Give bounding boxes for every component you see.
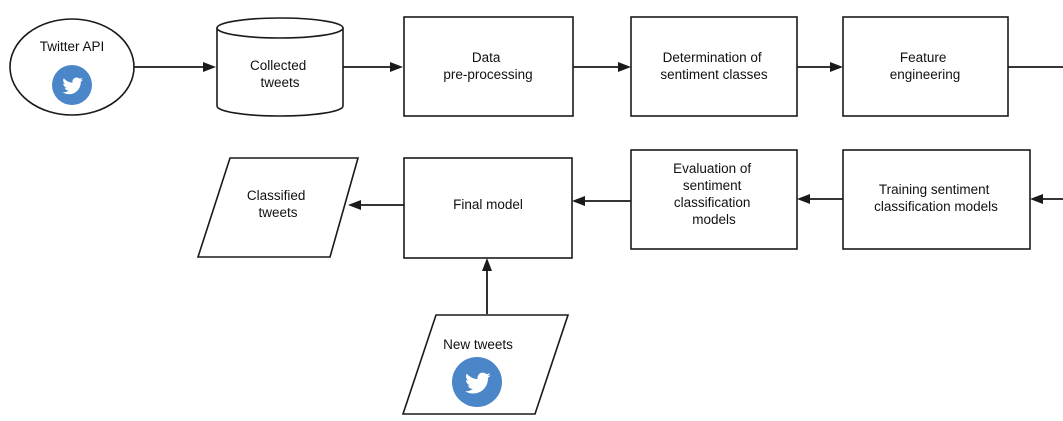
node-twitter-api: Twitter API — [9, 18, 135, 116]
edge-final-model-to-classified — [348, 200, 404, 210]
node-classified-tweets: Classified tweets — [196, 157, 360, 258]
training-models-label: Training sentiment classification models — [874, 182, 998, 214]
final-model-label: Final model — [453, 197, 523, 212]
node-final-model: Final model — [403, 157, 573, 259]
twitter-api-label: Twitter API — [40, 39, 105, 54]
edge-training-to-evaluation — [797, 194, 843, 204]
edge-offscreen-to-training — [1030, 194, 1063, 204]
edge-sentiment-classes-to-feature-engineering — [797, 62, 843, 72]
node-training-models: Training sentiment classification models — [842, 149, 1031, 250]
node-sentiment-classes: Determination of sentiment classes — [630, 16, 798, 117]
feature-engineering-label: Feature engineering — [890, 50, 961, 82]
sentiment-classes-label: Determination of sentiment classes — [660, 50, 768, 82]
node-new-tweets: New tweets — [401, 314, 570, 415]
evaluation-models-label: Evaluation of sentiment classification m… — [673, 161, 755, 227]
new-tweets-label: New tweets — [443, 337, 513, 352]
edge-api-to-collected — [134, 62, 216, 72]
classified-tweets-label: Classified tweets — [247, 188, 309, 220]
node-data-preprocessing: Data pre-processing — [403, 16, 574, 117]
edge-preprocessing-to-sentiment-classes — [573, 62, 631, 72]
edge-collected-to-preprocessing — [343, 62, 403, 72]
edge-new-tweets-to-final-model — [482, 258, 492, 314]
node-feature-engineering: Feature engineering — [842, 16, 1009, 117]
node-evaluation-models: Evaluation of sentiment classification m… — [630, 149, 798, 250]
edge-evaluation-to-final-model — [572, 196, 631, 206]
collected-tweets-label: Collected tweets — [250, 58, 310, 90]
node-collected-tweets: Collected tweets — [216, 17, 344, 117]
data-preprocessing-label: Data pre-processing — [443, 50, 532, 82]
edges — [134, 62, 1063, 314]
